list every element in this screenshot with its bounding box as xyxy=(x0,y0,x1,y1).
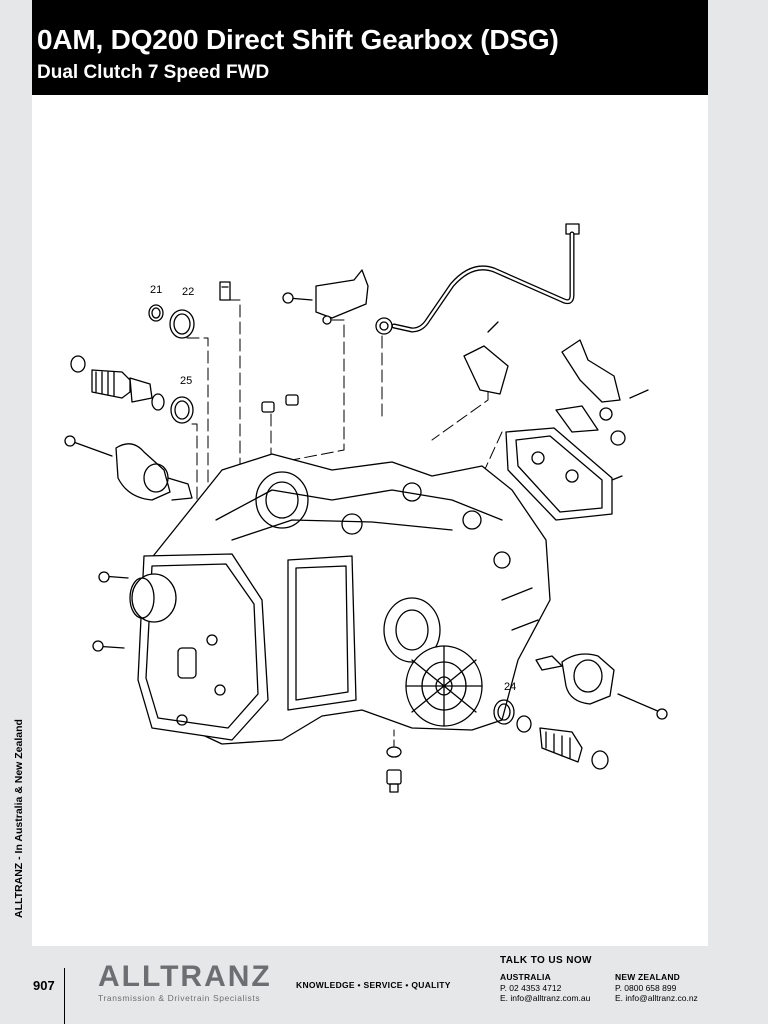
seal-22 xyxy=(169,309,195,339)
callout-21: 21 xyxy=(150,284,162,296)
contact-nz-phone: P. 0800 658 899 xyxy=(615,982,677,993)
drain-plug xyxy=(386,729,402,793)
contact-nz-email: E. info@alltranz.co.nz xyxy=(615,993,698,1003)
upper-right-brackets xyxy=(463,321,649,485)
page-number: 907 xyxy=(33,978,55,993)
breather-pipe xyxy=(375,223,580,335)
leader-lines xyxy=(186,299,503,641)
clip-part xyxy=(219,281,231,301)
callout-25: 25 xyxy=(180,375,192,387)
page-subtitle: Dual Clutch 7 Speed FWD xyxy=(37,62,270,83)
footer xyxy=(0,946,768,1024)
seal-21 xyxy=(148,304,164,322)
callout-22: 22 xyxy=(182,286,194,298)
mechatronic-cover xyxy=(92,553,269,741)
document-page: 0AM, DQ200 Direct Shift Gearbox (DSG) Du… xyxy=(32,0,708,946)
callout-24: 24 xyxy=(504,681,516,693)
drive-flange-left xyxy=(64,355,194,501)
plug-parts xyxy=(261,394,299,413)
contact-new-zealand: NEW ZEALAND P. 0800 658 899 E. info@allt… xyxy=(615,972,698,1004)
contact-australia-name: AUSTRALIA xyxy=(500,972,551,982)
sidebar-caption: ALLTRANZ - In Australia & New Zealand xyxy=(13,719,25,918)
slogan: KNOWLEDGE • SERVICE • QUALITY xyxy=(296,980,451,990)
logo-wordmark: ALLTRANZ xyxy=(98,960,272,993)
contact-australia-phone: P. 02 4353 4712 xyxy=(500,982,562,993)
contact-nz-name: NEW ZEALAND xyxy=(615,972,680,982)
title-banner: 0AM, DQ200 Direct Shift Gearbox (DSG) Du… xyxy=(32,0,708,95)
footer-divider xyxy=(64,968,65,1024)
alltranz-logo: ALLTRANZ Transmission & Drivetrain Speci… xyxy=(98,960,272,1004)
logo-tagline: Transmission & Drivetrain Specialists xyxy=(98,993,261,1003)
contact-australia: AUSTRALIA P. 02 4353 4712 E. info@alltra… xyxy=(500,972,590,1004)
drive-flange-right xyxy=(493,653,668,770)
sensor-bracket xyxy=(282,269,369,325)
contact-australia-email: E. info@alltranz.com.au xyxy=(500,993,591,1003)
exploded-gearbox-diagram: 21 22 25 24 xyxy=(64,223,668,793)
contact-heading: TALK TO US NOW xyxy=(500,955,592,966)
page-title: 0AM, DQ200 Direct Shift Gearbox (DSG) xyxy=(37,24,559,55)
side-cover xyxy=(505,427,613,521)
